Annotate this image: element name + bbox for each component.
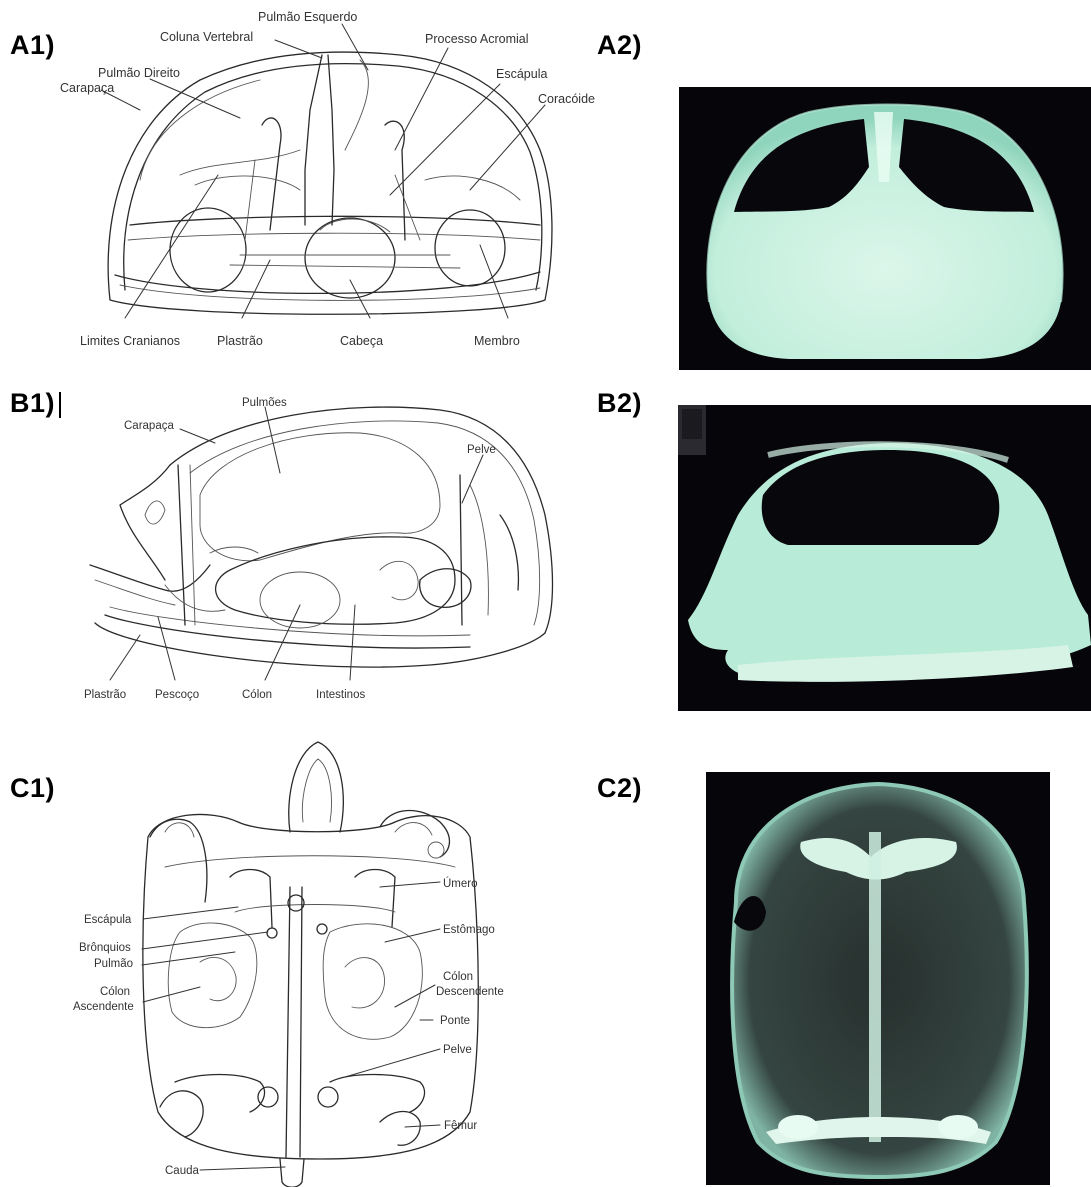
label-colon-b: Cólon [242, 689, 272, 701]
label-escapula-c: Escápula [84, 914, 132, 926]
a1-turtle-outline [108, 52, 552, 314]
label-pulmao-direito: Pulmão Direito [98, 66, 180, 80]
label-intestinos: Intestinos [316, 689, 365, 701]
label-pulmao: Pulmão [94, 958, 133, 970]
label-pulmoes: Pulmões [242, 397, 287, 409]
label-umero: Úmero [443, 877, 478, 890]
xray-b2-image [678, 405, 1091, 711]
label-coracoide: Coracóide [538, 92, 595, 106]
label-pulmao-esquerdo: Pulmão Esquerdo [258, 10, 357, 24]
xray-c2-image [706, 772, 1050, 1185]
label-plastrao: Plastrão [217, 334, 263, 348]
b1-drawing: Pulmões Carapaça Pelve Plastrão Pescoço … [0, 385, 600, 725]
label-estomago: Estômago [443, 924, 495, 936]
panel-label-b2: B2) [597, 388, 642, 419]
label-membro: Membro [474, 334, 520, 348]
label-processo-acromial: Processo Acromial [425, 32, 529, 46]
panel-label-c2: C2) [597, 773, 642, 804]
panel-label-a2: A2) [597, 30, 642, 61]
label-coluna-vertebral: Coluna Vertebral [160, 30, 253, 44]
label-colon-asc-2: Ascendente [73, 1001, 134, 1013]
label-escapula: Escápula [496, 67, 547, 81]
label-limites-cranianos: Limites Cranianos [80, 334, 180, 348]
label-cabeca: Cabeça [340, 334, 383, 348]
label-colon-asc-1: Cólon [100, 986, 130, 998]
label-cauda: Cauda [165, 1165, 199, 1177]
xray-c2 [706, 772, 1050, 1185]
label-bronquios: Brônquios [79, 942, 131, 954]
label-femur: Fêmur [444, 1120, 477, 1132]
label-carapaca: Carapaça [60, 81, 114, 95]
label-pelve-b: Pelve [467, 444, 496, 456]
label-ponte: Ponte [440, 1015, 470, 1027]
label-pelve-c: Pelve [443, 1044, 472, 1056]
label-pescoco: Pescoço [155, 689, 199, 701]
c1-leader-lines [142, 882, 440, 1170]
xray-b2 [678, 405, 1091, 711]
c1-turtle-outline [143, 742, 478, 1187]
a1-drawing: Pulmão Esquerdo Coluna Vertebral Process… [0, 0, 600, 370]
label-plastrao-b: Plastrão [84, 689, 126, 701]
xray-a2 [679, 87, 1091, 370]
label-colon-desc-2: Descendente [436, 986, 504, 998]
label-carapaca-b: Carapaça [124, 420, 174, 432]
b1-leader-lines [110, 407, 483, 680]
xray-a2-image [679, 87, 1091, 370]
c1-drawing: Úmero Escápula Estômago Brônquios Pulmão… [0, 727, 600, 1187]
label-colon-desc-1: Cólon [443, 971, 473, 983]
